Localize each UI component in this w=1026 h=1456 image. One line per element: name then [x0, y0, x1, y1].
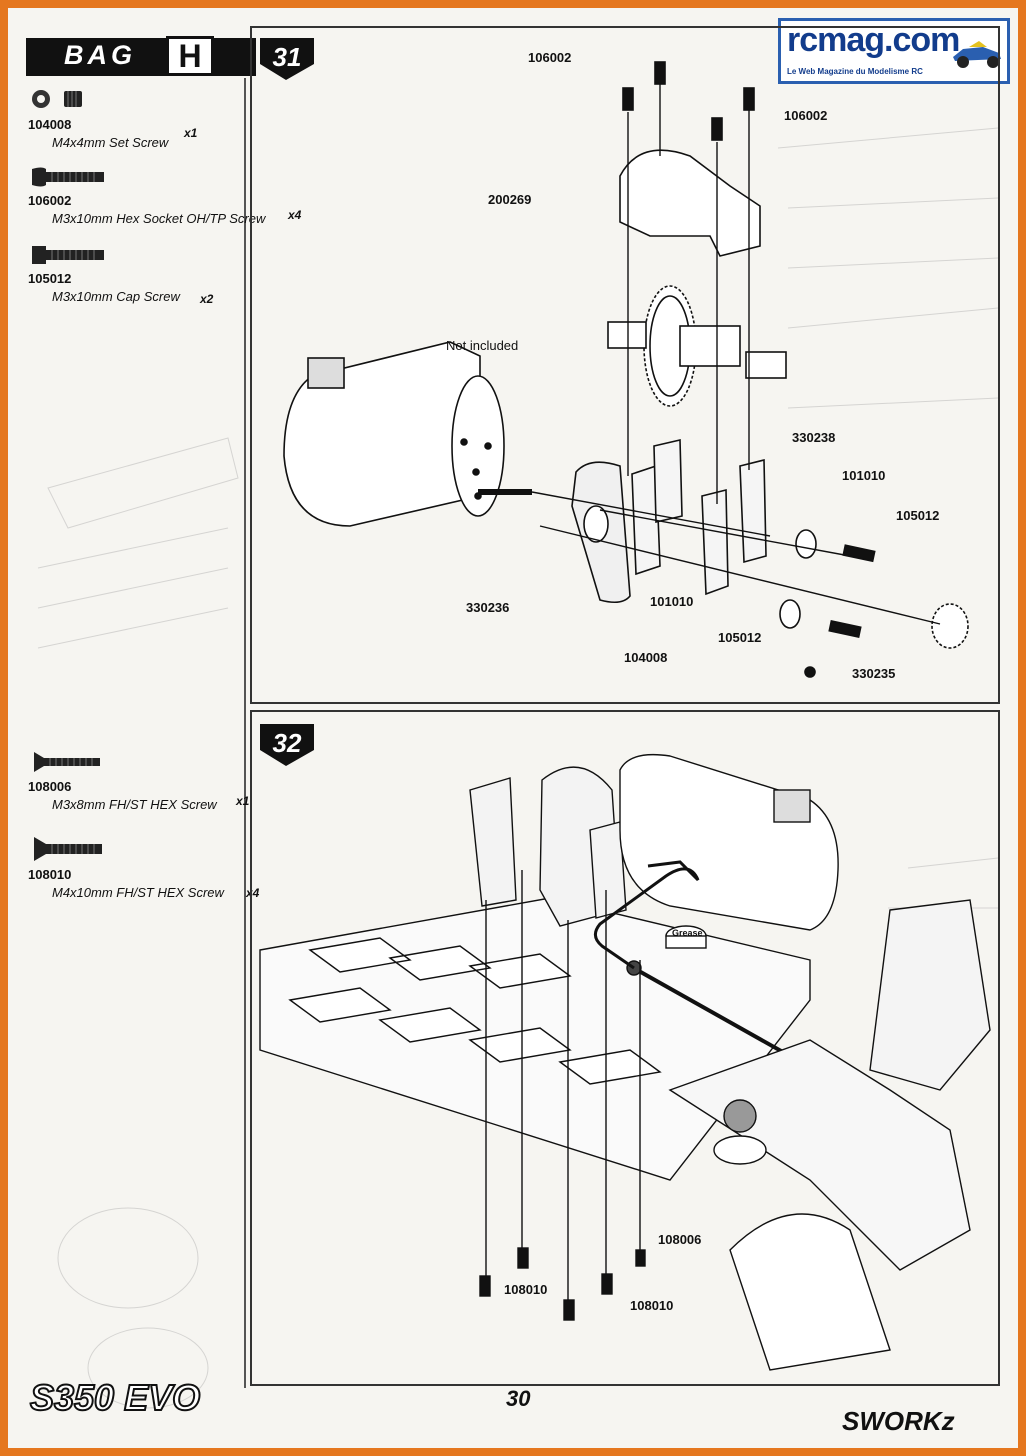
- watermark-tagline: Le Web Magazine du Modelisme RC: [787, 67, 923, 76]
- callout-105012-lower: 105012: [716, 630, 764, 645]
- callout-330235: 330235: [850, 666, 898, 681]
- step-31-number: 31: [273, 42, 302, 72]
- bag-letter-badge: H: [166, 36, 214, 76]
- part-description: M3x8mm FH/ST HEX Screw: [52, 797, 217, 812]
- bag-header-bar: [26, 38, 256, 76]
- manual-page: BAG H 104008 M4x4mm Set Screw x1 106002 …: [8, 8, 1018, 1448]
- shock-tower: [869, 899, 991, 1091]
- parts-item-hex-socket-screw: 106002 M3x10mm Hex Socket OH/TP Screw: [28, 166, 265, 226]
- callout-330238: 330238: [790, 430, 838, 445]
- pinion-gear: [931, 603, 969, 649]
- brand-logo-text: SWORKz: [842, 1406, 955, 1436]
- bag-label: BAG: [64, 40, 136, 70]
- sworkz-brand-logo: SWORKz: [842, 1406, 955, 1436]
- part-description: M3x10mm Hex Socket OH/TP Screw: [52, 211, 266, 226]
- step-31-badge: 31: [260, 38, 314, 80]
- part-description: M3x10mm Cap Screw: [52, 289, 180, 304]
- callout-101010-upper: 101010: [840, 468, 888, 483]
- flat-head-screw-icon: [34, 837, 102, 861]
- callout-330236: 330236: [464, 600, 512, 615]
- part-quantity: x1: [236, 794, 250, 808]
- parts-item-set-screw: 104008 M4x4mm Set Screw: [28, 86, 168, 150]
- grease-label: Grease: [672, 928, 703, 938]
- part-quantity: x4: [288, 208, 302, 222]
- diff-mount-left: [631, 464, 661, 576]
- callout-106002-left: 106002: [526, 50, 574, 65]
- part-code: 108010: [28, 867, 72, 882]
- part-description: M4x10mm FH/ST HEX Screw: [52, 885, 224, 900]
- step-31-panel: [250, 26, 1000, 704]
- callout-108006: 108006: [656, 1232, 704, 1247]
- set-screw-icon: [32, 90, 82, 108]
- diff-mount-assembled: [469, 777, 517, 907]
- callout-not-included: Not included: [446, 338, 519, 353]
- callout-101010-lower: 101010: [648, 594, 696, 609]
- step-32-badge: 32: [260, 724, 314, 766]
- left-column-divider: [244, 78, 246, 1388]
- step-32-assembly-drawing: [259, 753, 991, 1371]
- model-logo-text: S350 EVO: [30, 1377, 200, 1418]
- callout-108010-left: 108010: [502, 1282, 550, 1297]
- part-code: 104008: [28, 117, 72, 132]
- callout-104008: 104008: [622, 650, 670, 665]
- parts-item-m4x10-fh-screw: 108010 M4x10mm FH/ST HEX Screw: [28, 836, 224, 900]
- diff-mount-right: [701, 488, 729, 596]
- flat-head-screw-icon: [34, 752, 100, 772]
- callout-108010-right: 108010: [628, 1298, 676, 1313]
- part-quantity: x1: [184, 126, 198, 140]
- callout-105012-upper: 105012: [894, 508, 942, 523]
- part-quantity: x4: [246, 886, 260, 900]
- diff-cover: [619, 149, 761, 257]
- part-code: 106002: [28, 193, 72, 208]
- parts-item-m3x8-fh-screw: 108006 M3x8mm FH/ST HEX Screw: [28, 750, 217, 812]
- part-code: 108006: [28, 779, 72, 794]
- part-description: M4x4mm Set Screw: [52, 135, 169, 150]
- button-head-screw-icon: [32, 167, 104, 187]
- s350-model-logo: S350 EVO: [29, 1376, 201, 1419]
- callout-106002-right: 106002: [782, 108, 830, 123]
- cap-screw-icon: [32, 246, 104, 264]
- part-quantity: x2: [200, 292, 214, 306]
- callout-200269: 200269: [486, 192, 534, 207]
- step-32-panel: [250, 710, 1000, 1386]
- step-31-exploded-drawing: [283, 61, 969, 678]
- parts-item-cap-screw: 105012 M3x10mm Cap Screw: [28, 244, 180, 304]
- page-number: 30: [506, 1386, 531, 1411]
- part-code: 105012: [28, 271, 72, 286]
- step-32-number: 32: [273, 728, 302, 758]
- rc-buggy-icon: [953, 41, 1001, 68]
- motor-installed: [619, 753, 839, 931]
